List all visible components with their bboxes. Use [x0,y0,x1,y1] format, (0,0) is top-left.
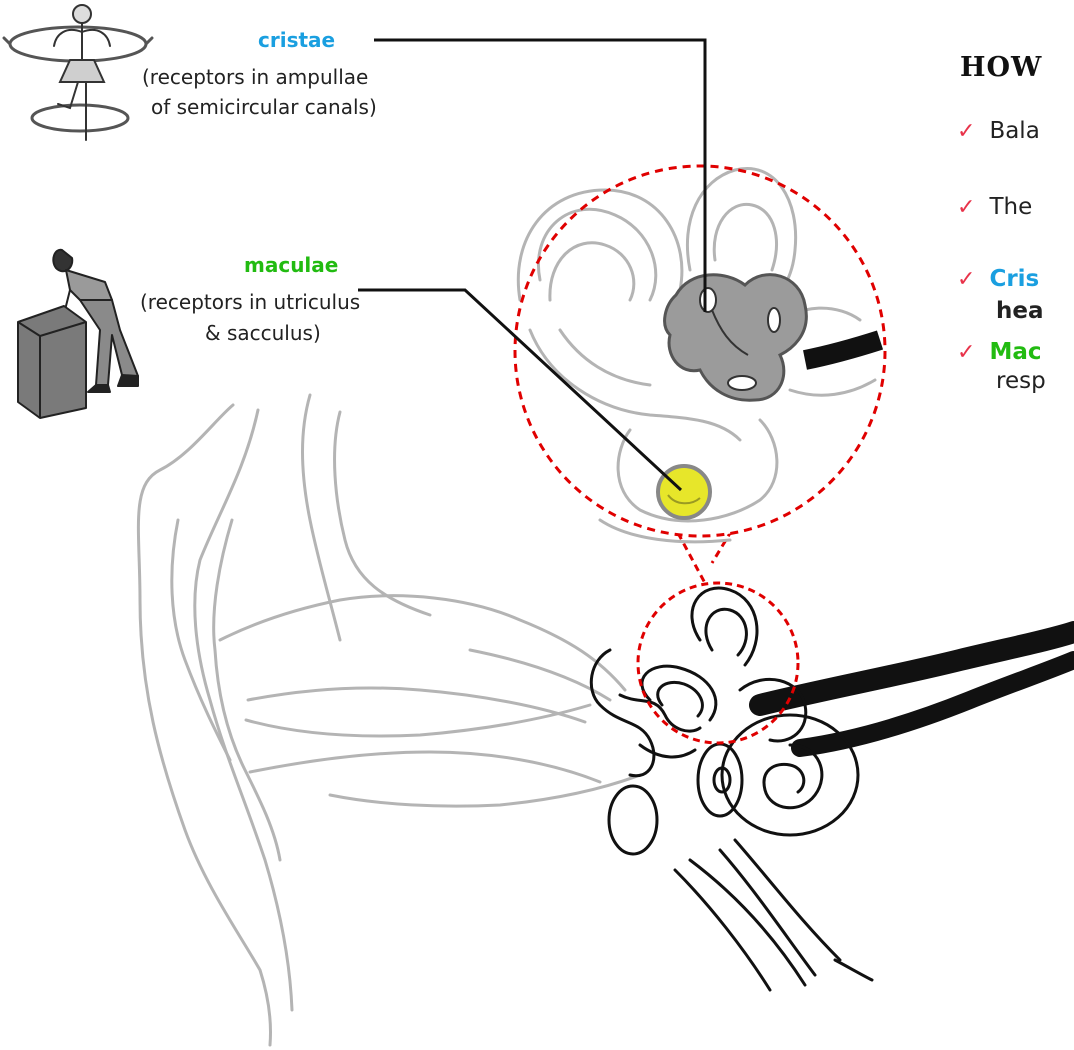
panel-heading: HOW [960,52,1042,83]
cristae-desc-line2: of semicircular canals) [151,95,377,120]
bullet-text: Bala [989,118,1039,144]
check-icon: ✓ [957,340,975,365]
panel-bullet-1: ✓ Bala [957,117,1040,146]
outer-ear-outline [138,395,640,1045]
maculae-term-text: maculae [244,253,338,277]
bullet-text: The [989,194,1032,220]
maculae-desc-line2: & sacculus) [205,321,321,346]
spinning-ballerina-icon [4,5,152,140]
bullet-text: Mac [989,339,1041,365]
bullet-text: Cris [989,266,1039,292]
cristae-term-text: cristae [258,28,335,52]
panel-bullet-3: ✓ Cris [957,265,1039,294]
check-icon: ✓ [957,267,975,292]
zoom-source-circle [638,583,798,743]
maculae-term: maculae [244,253,338,278]
panel-bullet-2: ✓ The [957,193,1032,222]
maculae-desc-line1: (receptors in utriculus [140,290,360,315]
macula-highlight [658,466,710,518]
panel-bullet-4-line2: resp [996,367,1046,395]
cristae-term: cristae [258,28,335,53]
inner-ear [591,588,1074,990]
panel-bullet-3-line2: hea [996,297,1044,325]
magnified-vestibule [515,166,885,542]
check-icon: ✓ [957,119,975,144]
cristae-desc-line1: (receptors in ampullae [142,65,368,90]
panel-bullet-4: ✓ Mac [957,338,1041,367]
man-lifting-box-icon [18,250,138,418]
check-icon: ✓ [957,195,975,220]
